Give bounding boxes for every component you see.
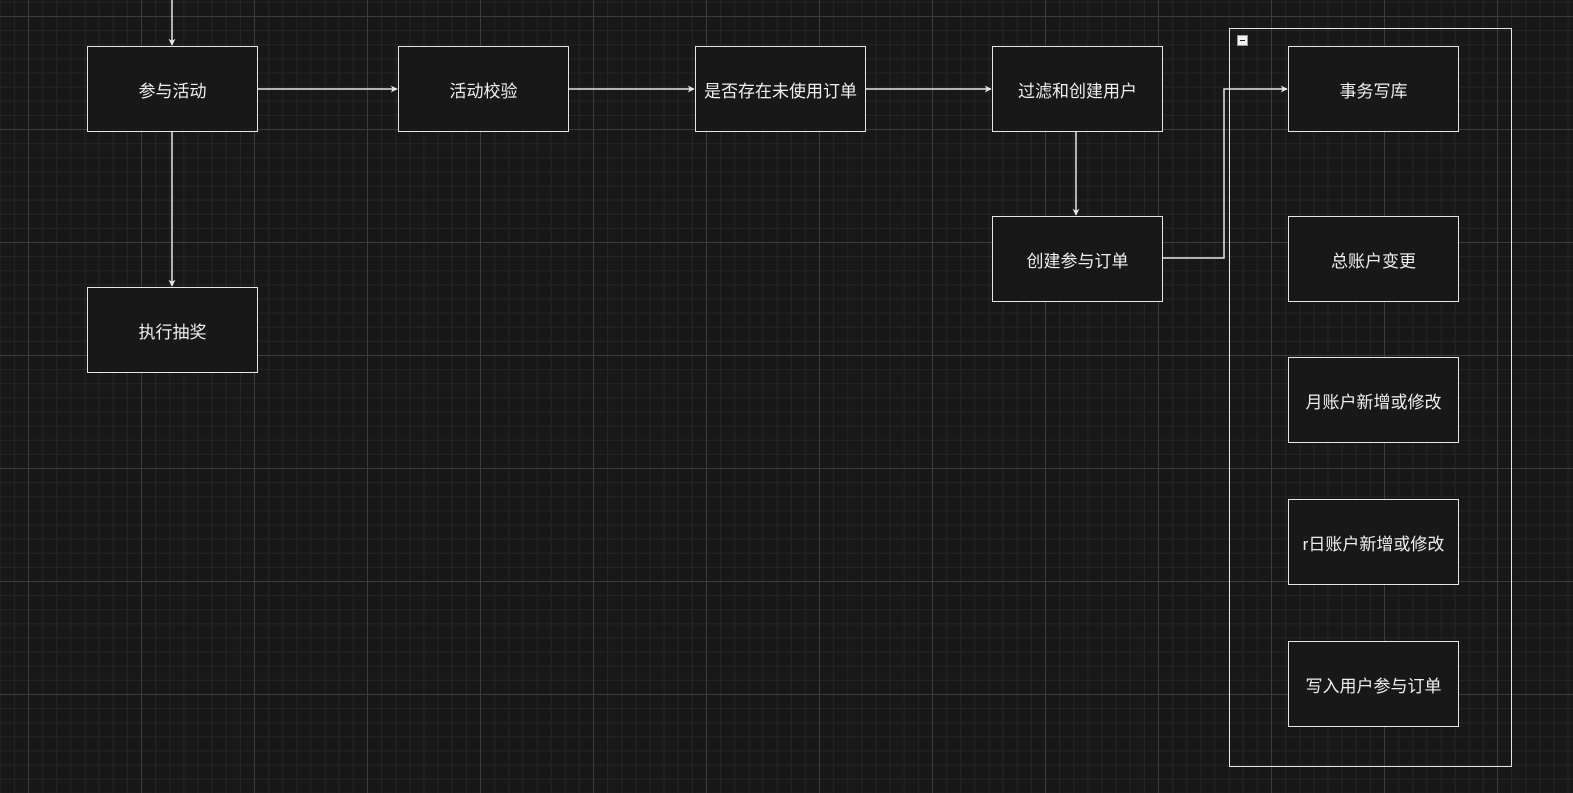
node-draw-lottery[interactable]: 执行抽奖 xyxy=(87,287,258,373)
node-transaction-write[interactable]: 事务写库 xyxy=(1288,46,1459,132)
node-create-join-order[interactable]: 创建参与订单 xyxy=(992,216,1163,302)
node-day-account-upsert[interactable]: r日账户新增或修改 xyxy=(1288,499,1459,585)
node-month-account-upsert[interactable]: 月账户新增或修改 xyxy=(1288,357,1459,443)
node-filter-create-user[interactable]: 过滤和创建用户 xyxy=(992,46,1163,132)
node-total-account-change[interactable]: 总账户变更 xyxy=(1288,216,1459,302)
node-unused-order-check[interactable]: 是否存在未使用订单 xyxy=(695,46,866,132)
transaction-group-container[interactable] xyxy=(1229,28,1512,767)
node-join-activity[interactable]: 参与活动 xyxy=(87,46,258,132)
minus-square-icon[interactable] xyxy=(1237,35,1248,46)
node-write-user-join-order[interactable]: 写入用户参与订单 xyxy=(1288,641,1459,727)
node-activity-check[interactable]: 活动校验 xyxy=(398,46,569,132)
